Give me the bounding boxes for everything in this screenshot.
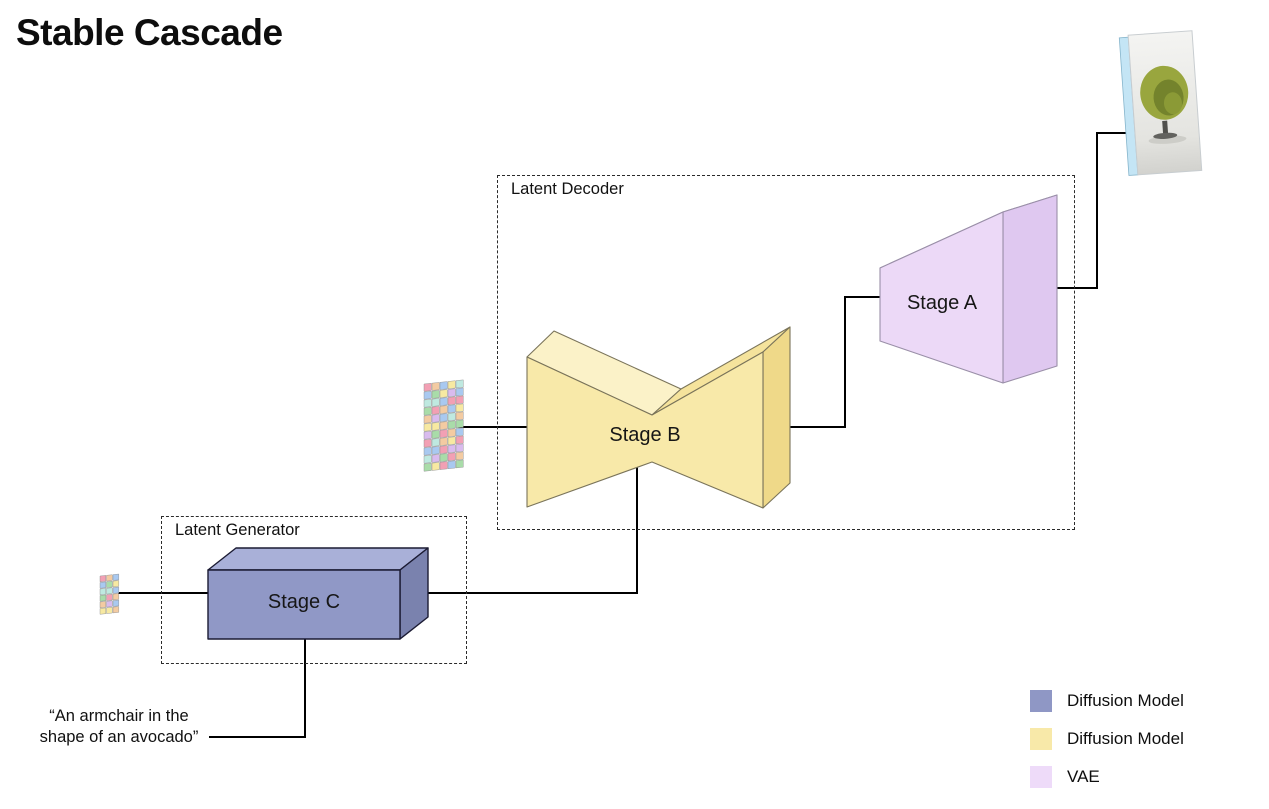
stage-c-shape [207, 547, 429, 640]
legend-label-vae: VAE [1067, 767, 1100, 786]
stage-a-label: Stage A [906, 292, 978, 314]
stage-b-shape [526, 326, 791, 509]
legend-swatch-diffusion-c [1030, 690, 1052, 712]
stage-c-front-face [207, 569, 401, 640]
stage-a-front-face [879, 211, 1004, 384]
legend-label-diffusion-c: Diffusion Model [1067, 691, 1184, 710]
connector-stage-b-to-stage-a [756, 296, 886, 428]
legend-item-diffusion-b: Diffusion Model [1030, 728, 1184, 750]
legend-item-vae: VAE [1030, 766, 1184, 788]
avocado-chair-illustration [1140, 65, 1189, 144]
output-image [1118, 30, 1203, 176]
stage-a-shape [879, 194, 1058, 384]
text-prompt: “An armchair in the shape of an avocado” [24, 706, 214, 748]
latent-generator-label: Latent Generator [175, 521, 300, 539]
latent-grid-small [99, 573, 120, 615]
text-prompt-line-1: “An armchair in the [49, 707, 189, 725]
stage-c-label: Stage C [267, 591, 341, 613]
legend-item-diffusion-c: Diffusion Model [1030, 690, 1184, 712]
latent-grid-large [423, 379, 464, 472]
legend-swatch-vae [1030, 766, 1052, 788]
legend-swatch-diffusion-b [1030, 728, 1052, 750]
legend: Diffusion Model Diffusion Model VAE [1030, 690, 1184, 804]
text-prompt-line-2: shape of an avocado” [39, 728, 199, 746]
stage-b-label: Stage B [609, 424, 681, 446]
connectors [118, 132, 1140, 738]
latent-generator-box [161, 516, 467, 664]
diagram-title: Stable Cascade [16, 12, 283, 53]
connector-stage-a-to-output-image [1028, 132, 1140, 289]
connector-stage-c-to-stage-b [396, 455, 638, 594]
stage-b-front-face [526, 351, 764, 509]
latent-decoder-box [497, 175, 1075, 530]
latent-decoder-label: Latent Decoder [511, 180, 624, 198]
connector-prompt-to-stage-c [209, 628, 306, 738]
legend-label-diffusion-b: Diffusion Model [1067, 729, 1184, 748]
